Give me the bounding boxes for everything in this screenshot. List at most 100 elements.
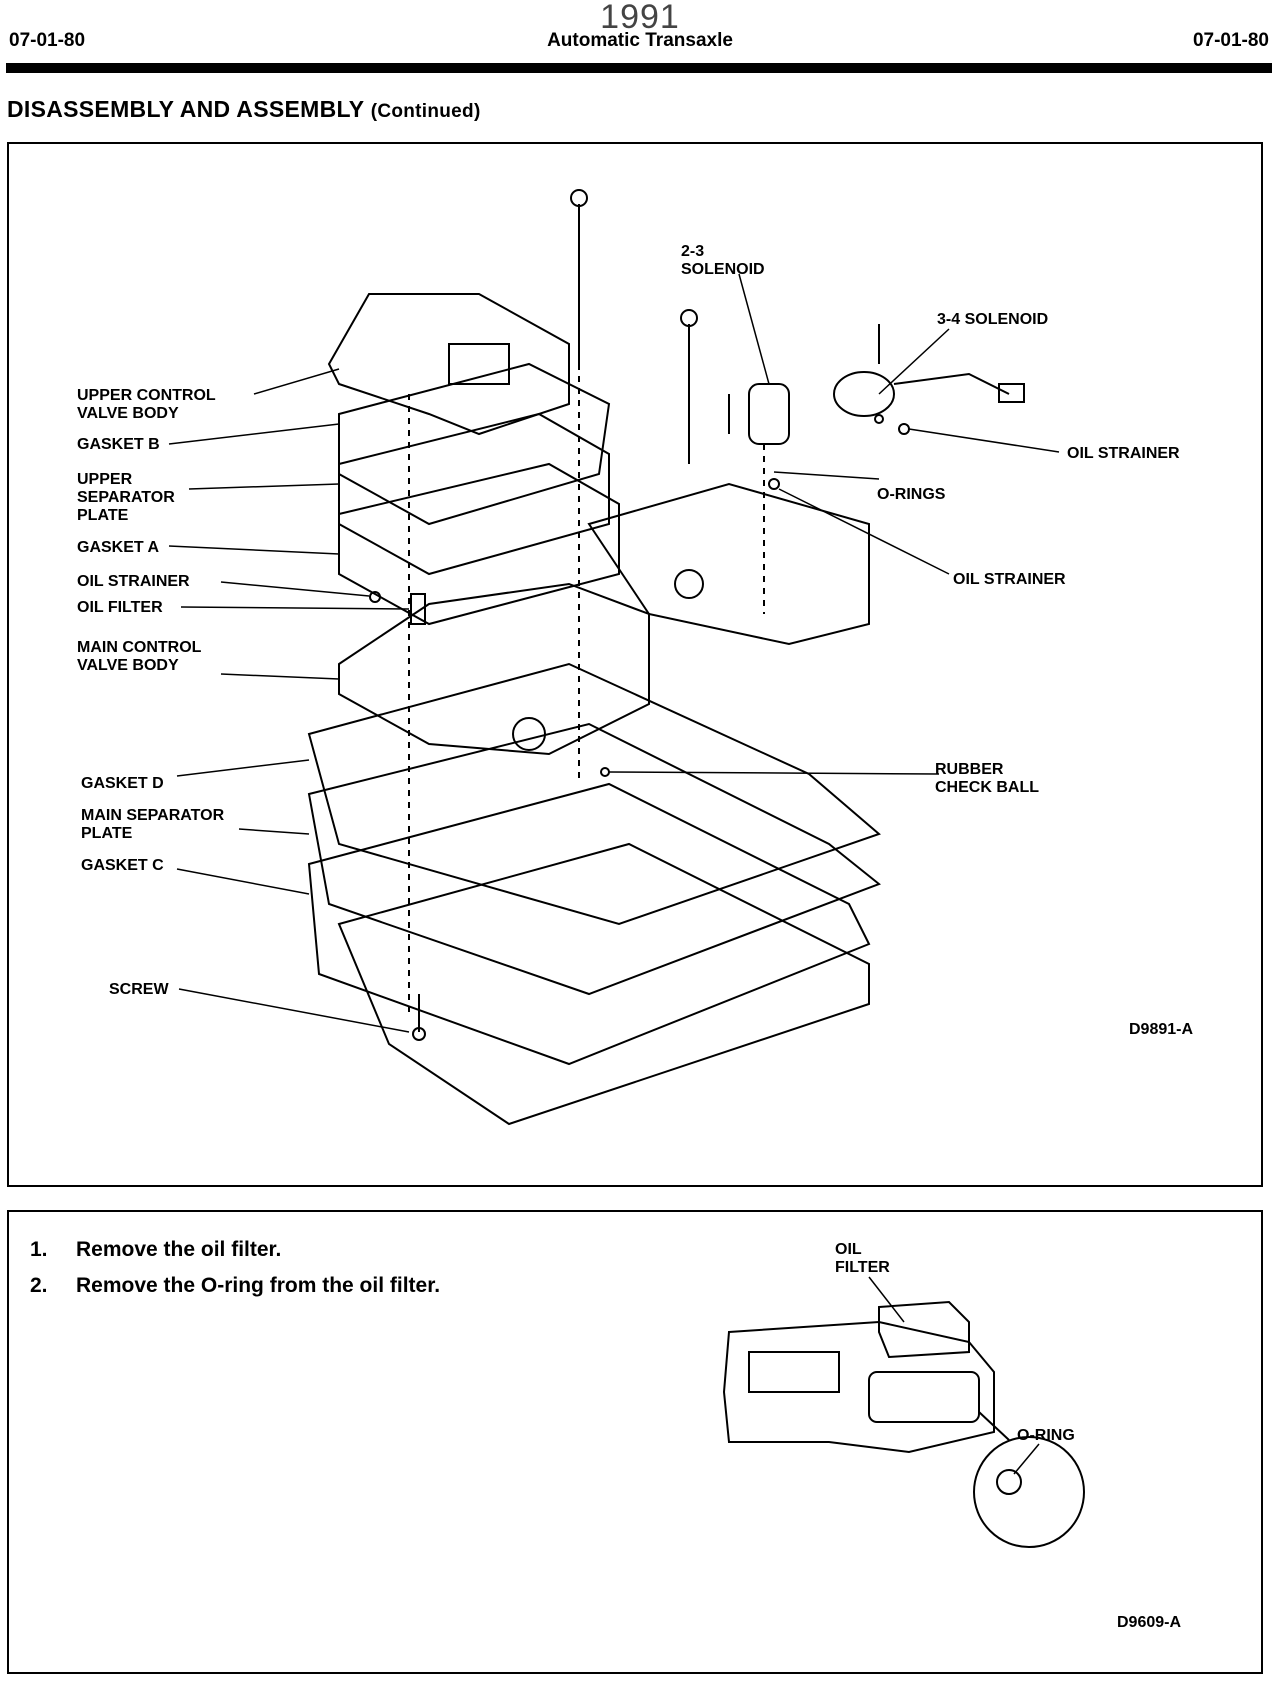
label-oil: OIL [835,1241,862,1258]
upper-valve-port [448,343,510,385]
valve-body-detail [748,1351,840,1393]
label-upper-control: UPPER CONTROL [77,387,216,404]
leader-line [180,606,410,610]
solenoid-3-4-shape [833,371,895,417]
label-o-rings: O-RINGS [877,486,946,503]
label-upper: UPPER [77,471,133,488]
section-heading: DISASSEMBLY AND ASSEMBLY (Continued) [7,96,481,123]
label-gasket-a: GASKET A [77,539,160,556]
label-o-ring: O-RING [1017,1427,1075,1444]
leader-lines [168,273,1060,1033]
leader-line [168,423,340,445]
upper-separator-plate-shape [338,412,610,576]
label-oil-filter: OIL FILTER [77,599,163,616]
diagram-artwork [307,189,1025,1126]
solenoid-connector [998,383,1025,403]
leader-line [238,828,310,835]
header-rule [6,63,1272,73]
label-check-ball: CHECK BALL [935,779,1039,796]
label-3-4-solenoid: 3-4 SOLENOID [937,311,1048,328]
bolt-head [680,309,698,327]
o-ring-detail [996,1469,1022,1495]
oil-strainer-part [898,423,910,435]
oil-strainer-part [369,591,381,603]
leader-line [773,471,880,480]
bottom-plate-shape [337,842,870,1126]
section-heading-suffix: (Continued) [370,101,481,122]
label-main-control: MAIN CONTROL [77,639,202,656]
label-2-3: 2-3 [681,243,704,260]
gasket-d-shape [307,662,881,926]
oil-filter-leader-lines [868,1276,1040,1475]
leader-line [608,771,940,775]
label-screw: SCREW [109,981,169,998]
upper-control-valve-body-shape [327,293,570,436]
label-main-separator: MAIN SEPARATOR [81,807,225,824]
figure-exploded-valve-body: 2-3 SOLENOID 3-4 SOLENOID UPPER CONTROL … [7,142,1263,1187]
leader-line [1013,1443,1040,1475]
main-control-valve-body-shape [338,582,650,756]
step-item: 1. Remove the oil filter. [30,1238,440,1262]
leader-line [188,483,340,490]
label-plate-main: PLATE [81,825,133,842]
figure-oil-filter-removal: OIL FILTER O-RING D9609-A [7,1210,1263,1674]
section-number-left: 07-01-80 [9,30,86,51]
valve-bore [512,717,546,751]
figure-code-1: D9891-A [1129,1021,1193,1038]
step-number: 2. [30,1274,48,1297]
step-item: 2. Remove the O-ring from the oil filter… [30,1274,440,1298]
bolt-head [570,189,588,207]
label-gasket-d: GASKET D [81,775,164,792]
valve-body-rear-shape [587,482,870,646]
rubber-check-ball-part [600,767,610,777]
leader-line [868,1276,905,1323]
step-number: 1. [30,1238,48,1261]
page-title: Automatic Transaxle [547,30,733,51]
leader-line [176,868,310,895]
label-gasket-b: GASKET B [77,436,160,453]
label-valve-body-upper: VALVE BODY [77,405,179,422]
detail-connector [978,1411,1010,1441]
oil-filter-shape [878,1300,970,1359]
exploded-diagram: 2-3 SOLENOID 3-4 SOLENOID UPPER CONTROL … [77,189,1193,1126]
label-oil-strainer-left: OIL STRAINER [77,573,190,590]
label-filter: FILTER [835,1259,890,1276]
leader-line [778,488,950,575]
leader-line [168,545,340,555]
solenoid-2-3-shape [748,383,790,445]
label-gasket-c: GASKET C [81,857,164,874]
label-rubber: RUBBER [935,761,1004,778]
label-oil-strainer-right-top: OIL STRAINER [1067,445,1180,462]
section-number-right: 07-01-80 [1192,30,1269,51]
figure-code-2: D9609-A [1117,1614,1181,1631]
leader-line [908,428,1060,453]
oil-filter-part [410,593,426,625]
oil-filter-artwork [722,1300,1085,1548]
gasket-a-shape [338,462,620,626]
main-separator-plate-shape [307,722,881,996]
oil-strainer-part [768,478,780,490]
year-stamp: 1991 [600,0,680,36]
valve-body-outline [722,1320,995,1454]
label-plate-upper: PLATE [77,507,129,524]
solenoid-wire [893,372,1010,395]
filter-housing [868,1371,980,1423]
oil-filter-diagram: OIL FILTER O-RING D9609-A [722,1241,1181,1631]
leader-line [176,759,310,777]
step-text: Remove the oil filter. [76,1238,282,1261]
gasket-c-shape [307,782,871,1066]
procedure-steps: 1. Remove the oil filter. 2. Remove the … [30,1238,440,1310]
leader-line [220,581,370,597]
leader-line [178,988,410,1033]
o-ring-detail-circle [973,1436,1085,1548]
leader-line [738,273,770,385]
label-oil-strainer-right-mid: OIL STRAINER [953,571,1066,588]
section-heading-text: DISASSEMBLY AND ASSEMBLY [7,96,364,122]
leader-line [878,328,950,395]
leader-line [220,673,340,680]
label-valve-body-main: VALVE BODY [77,657,179,674]
step-text: Remove the O-ring from the oil filter. [76,1274,441,1297]
valve-bore [674,569,704,599]
o-ring-part [874,414,884,424]
label-separator: SEPARATOR [77,489,175,506]
